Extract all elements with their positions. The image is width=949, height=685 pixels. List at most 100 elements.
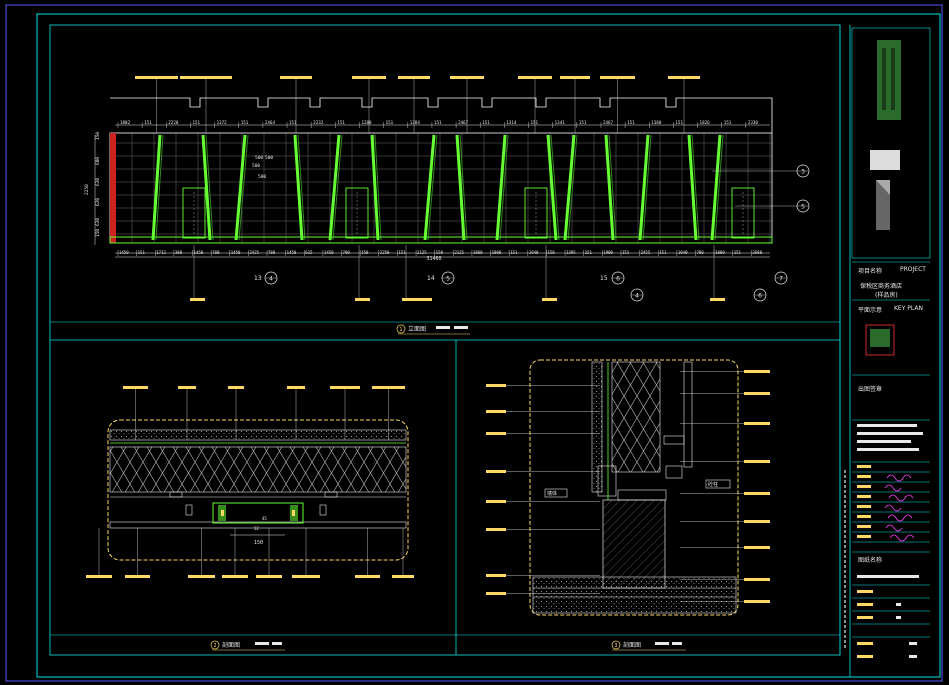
material-label-bar [228, 386, 244, 389]
elevation-title-label: 1 立面图 [396, 324, 470, 335]
material-label-bar [744, 460, 770, 463]
green-slat-edge [567, 134, 578, 241]
section-b-view: 墙体 砼柱 [486, 359, 770, 616]
top-dim-value: 151 [241, 120, 249, 125]
top-dim-value: 1372 [217, 120, 228, 125]
top-dim-value: 151 [579, 120, 587, 125]
material-label-bar [123, 386, 148, 389]
callout-fraction: 14 [427, 275, 435, 282]
svg-text:3: 3 [614, 643, 617, 649]
material-label-bar [125, 575, 150, 578]
top-dim-value: 151 [724, 120, 732, 125]
green-slat-edge [499, 134, 509, 241]
bottom-dim-value: 1000 [715, 250, 725, 255]
svg-text:500: 500 [265, 155, 273, 161]
green-slat [563, 134, 576, 241]
material-label-bar [486, 384, 506, 387]
callout-number: 6 [758, 293, 762, 300]
bottom-dim-value: 1450 [231, 250, 241, 255]
material-label-bar [710, 298, 725, 301]
ceiling-profile [110, 97, 773, 133]
svg-text:500: 500 [258, 174, 266, 180]
bottom-dim-value: 150 [547, 250, 555, 255]
bottom-dim-value: 150 [361, 250, 369, 255]
material-label-bar [135, 76, 178, 79]
inner-dims: 500 500 500 500 [252, 155, 273, 180]
bottom-dim-value: 151 [659, 250, 667, 255]
material-label-bar [486, 592, 506, 595]
green-slat [151, 134, 162, 241]
floor-slab [532, 576, 737, 614]
section-a-view: 150 52 45 [86, 386, 414, 578]
bottom-dim-value: 1860 [473, 250, 483, 255]
bottom-dim-value: 380 [175, 250, 183, 255]
bottom-dim-value: 780 [343, 250, 351, 255]
sheet-stamp-label: 出图签章 [858, 386, 883, 393]
section-a-title-label: 2 剖面图 [210, 640, 285, 651]
insulation-panel [611, 361, 661, 473]
door-outline [731, 187, 755, 239]
top-dim-value: 2464 [265, 120, 276, 125]
material-label-bar [222, 575, 248, 578]
section-b-title-label: 3 剖面图 [611, 640, 686, 651]
project-en-label: PROJECT [900, 266, 926, 273]
callout-fraction: 13 [254, 275, 262, 282]
key-plan-label: 平面示意 [858, 307, 883, 314]
top-dim-value: 1314 [506, 120, 517, 125]
green-slat [710, 134, 722, 241]
wall-core [591, 361, 603, 493]
green-slat-edge [238, 134, 249, 241]
bottom-dim-value: 2425 [249, 250, 259, 255]
material-label-bar [86, 575, 112, 578]
material-label-bar [744, 492, 770, 495]
section-a-dim: 45 [262, 516, 267, 521]
material-label-bar [355, 575, 380, 578]
material-label-bar [486, 470, 506, 473]
green-slat [234, 134, 247, 241]
material-label-bar [372, 386, 405, 389]
bottom-dim-value: 2125 [454, 250, 464, 255]
section-a-dim: 52 [254, 526, 259, 531]
green-slat [495, 134, 507, 241]
key-plan-thumbnail [865, 324, 895, 356]
project-name-sub: (样品房) [875, 292, 898, 299]
column-label: 砼柱 [708, 481, 718, 488]
bottom-dim-value: 2455 [641, 250, 651, 255]
height-dim-value: 620 [95, 218, 101, 226]
height-dim-value: 150 [95, 132, 101, 140]
green-slat [293, 134, 304, 241]
top-dim-value: 1826 [700, 120, 711, 125]
project-label: 项目名称 [858, 268, 883, 275]
callout-number: 4 [269, 276, 273, 283]
callout-number: 7 [779, 276, 783, 283]
door-outline [182, 187, 206, 239]
green-slat-set [151, 134, 724, 241]
door-outline [524, 187, 548, 239]
bottom-dim-value: 780 [696, 250, 704, 255]
bottom-dim-value: 151 [622, 250, 630, 255]
material-label-bar [744, 392, 770, 395]
light-slot-green [212, 502, 304, 524]
material-label-bar [180, 76, 232, 79]
bottom-dim-value: 151 [585, 250, 593, 255]
green-slat [370, 134, 380, 241]
material-label-bar [744, 370, 770, 373]
height-dim-value: 2250 [84, 184, 90, 195]
top-dim-value: 151 [531, 120, 539, 125]
green-slat-edge [297, 134, 306, 241]
green-slat [423, 134, 436, 241]
bottom-dim-value: 615 [305, 250, 313, 255]
svg-text:1: 1 [399, 327, 402, 333]
material-label-bar [392, 575, 414, 578]
material-label-bar [450, 76, 484, 79]
bottom-dim-value: 2680 [752, 250, 762, 255]
material-label-bar [744, 422, 770, 425]
top-dim-value: 2232 [313, 120, 324, 125]
height-dim-value: 620 [95, 178, 101, 186]
concrete-column [602, 499, 666, 589]
bottom-dim-value: 1450 [324, 250, 334, 255]
top-dim-value: 1380 [651, 120, 662, 125]
